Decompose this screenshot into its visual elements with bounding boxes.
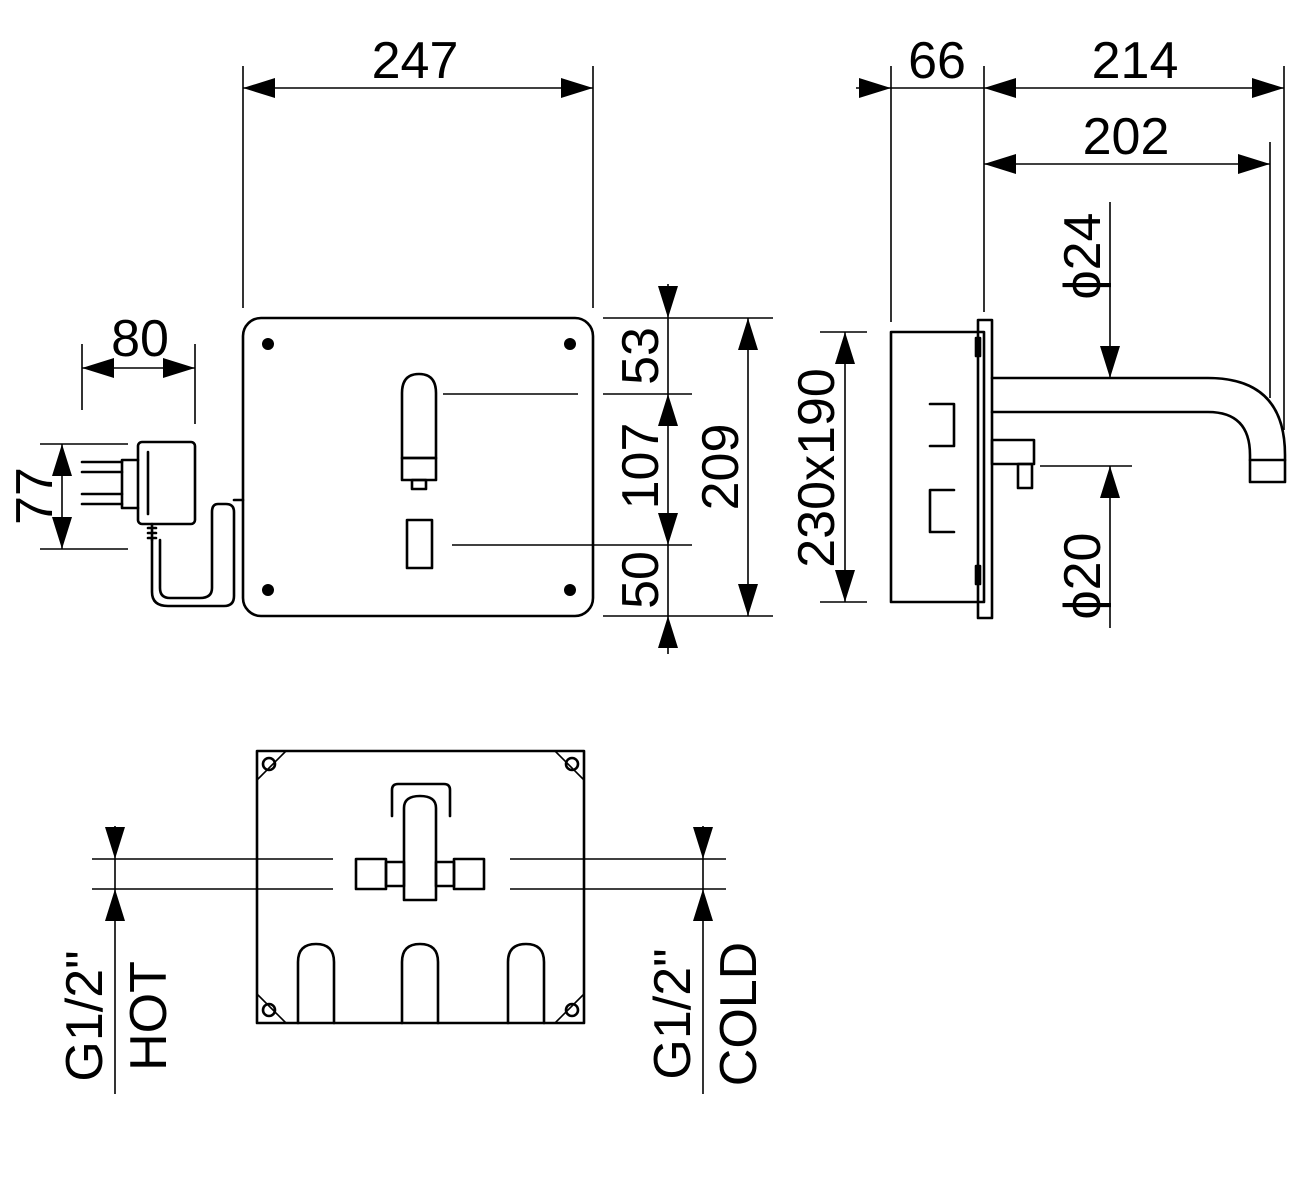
thread-label: G1/2" — [644, 948, 702, 1079]
dim-adapter-width: 80 — [81, 310, 196, 424]
power-adapter — [80, 440, 245, 608]
dim-label: 230x190 — [788, 368, 846, 568]
dim-label: 66 — [908, 32, 966, 90]
dim-label: 247 — [372, 32, 459, 90]
valve-body — [390, 782, 452, 818]
slot-icon — [506, 942, 546, 1025]
dim-label: ϕ24 — [1054, 213, 1112, 300]
screw-icon — [564, 584, 576, 596]
screw-icon — [261, 756, 277, 772]
dim-label: 209 — [692, 424, 750, 511]
adapter-icon — [136, 440, 197, 526]
dim-adapter-height: 77 — [6, 443, 128, 550]
sensor-housing — [990, 438, 1036, 466]
screw-icon — [564, 1002, 580, 1018]
thread-label: G1/2" — [56, 950, 114, 1081]
slot-icon — [296, 942, 336, 1025]
cold-connection-label: G1/2" COLD — [644, 826, 768, 1094]
dim-label: 77 — [6, 467, 64, 525]
rear-box — [255, 749, 586, 1025]
dim-depth: 66 — [856, 32, 1284, 322]
screw-icon — [564, 756, 580, 772]
dim-spout-reach: 202 — [984, 108, 1271, 398]
dim-box-size: 230x190 — [788, 331, 867, 603]
cold-inlet — [452, 857, 486, 891]
front-view — [241, 316, 692, 618]
dim-label: ϕ20 — [1054, 533, 1112, 620]
dim-label: 214 — [1092, 32, 1179, 90]
slot-icon — [400, 942, 440, 1025]
screw-icon — [262, 584, 274, 596]
side-box — [889, 330, 986, 604]
spout-icon — [990, 376, 1287, 484]
dim-vertical-chain: 53 107 50 — [603, 284, 773, 654]
cold-label: COLD — [710, 942, 768, 1086]
sensor-icon — [400, 372, 438, 460]
screw-icon — [262, 338, 274, 350]
side-view — [889, 318, 1287, 620]
front-plate — [241, 316, 595, 618]
dim-label: 50 — [612, 551, 670, 609]
screw-icon — [261, 1002, 277, 1018]
sensor-tip — [410, 478, 428, 491]
rear-view — [92, 749, 726, 1025]
hot-label: HOT — [120, 961, 178, 1071]
wall-plate — [976, 318, 994, 620]
dim-spout-total: 214 — [1092, 32, 1285, 430]
bracket-icon — [928, 402, 956, 448]
screw-icon — [564, 338, 576, 350]
dim-total-height: 209 — [692, 318, 758, 616]
bracket-icon — [928, 488, 956, 534]
dim-outlet-diameter: ϕ20 — [1040, 465, 1132, 628]
hot-inlet — [354, 857, 388, 891]
dim-label: 107 — [612, 423, 670, 510]
sensor-base — [400, 456, 438, 482]
dim-front-width: 247 — [242, 32, 594, 308]
hot-connection-label: G1/2" HOT — [56, 826, 178, 1094]
dim-spout-diameter: ϕ24 — [1054, 202, 1120, 378]
dim-label: 202 — [1083, 108, 1170, 166]
dim-label: 80 — [111, 310, 169, 368]
valve-icon — [402, 794, 438, 902]
button-icon — [405, 518, 434, 570]
sensor-nub — [1016, 462, 1034, 490]
dim-label: 53 — [612, 327, 670, 385]
